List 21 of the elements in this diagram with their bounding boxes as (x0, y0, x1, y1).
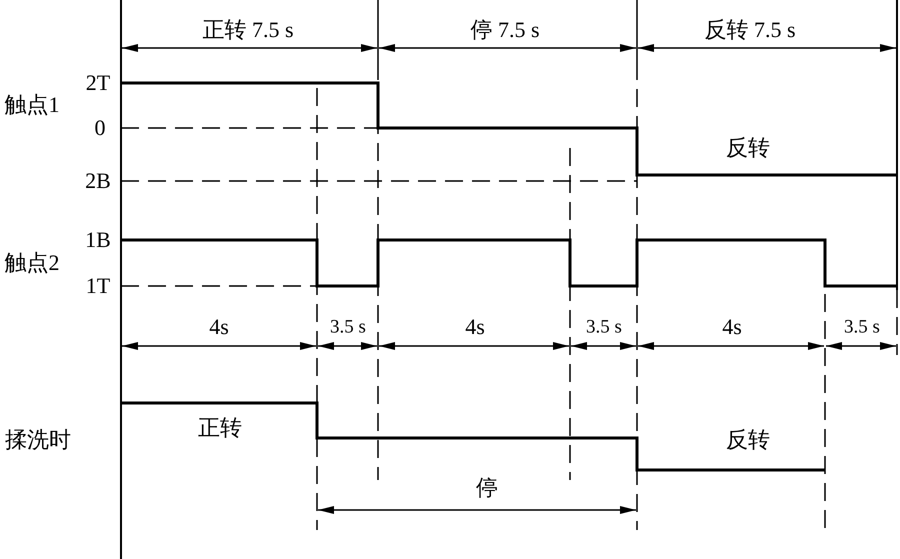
level-label: 2T (86, 72, 110, 94)
dimension-label: 反转 7.5 s (704, 19, 796, 41)
dimension-label: 3.5 s (330, 318, 366, 336)
state-label: 停 (476, 477, 498, 499)
state-label: 反转 (726, 137, 770, 159)
dimension-label: 4s (209, 316, 229, 338)
level-label: 1B (85, 229, 111, 251)
dimension-label: 正转 7.5 s (202, 19, 294, 41)
level-label: 0 (94, 117, 106, 139)
signal-label: 揉洗时 (5, 429, 71, 451)
dimension-label: 3.5 s (844, 318, 880, 336)
dimension-label: 4s (722, 316, 742, 338)
signal-label: 触点2 (4, 252, 60, 274)
dimension-label: 3.5 s (586, 318, 622, 336)
state-label: 正转 (198, 417, 242, 439)
state-label: 反转 (726, 429, 770, 451)
signal-label: 触点1 (4, 94, 60, 116)
level-label: 2B (85, 170, 111, 192)
level-label: 1T (86, 275, 110, 297)
dimension-label: 停 7.5 s (470, 19, 540, 41)
dimension-label: 4s (465, 316, 485, 338)
